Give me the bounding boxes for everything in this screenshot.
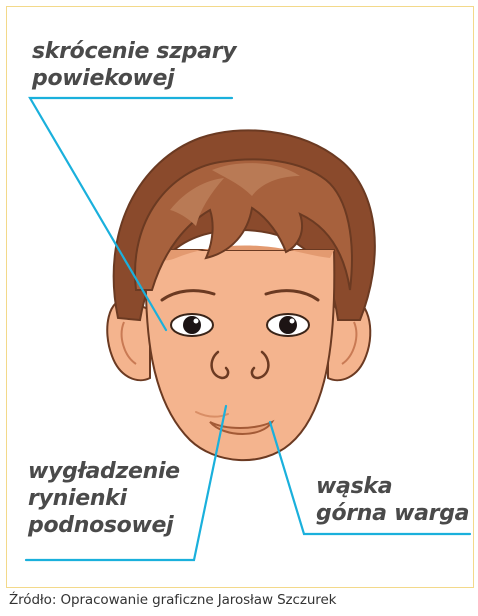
annotation-eyelid-line2: powiekowej [32, 65, 236, 92]
left-eye [171, 314, 213, 336]
annotation-philtrum-line2: rynienki [28, 485, 180, 512]
source-credit: Źródło: Opracowanie graficzne Jarosław S… [9, 592, 336, 608]
annotation-eyelid: skrócenie szpary powiekowej [32, 38, 236, 92]
right-eye [267, 314, 309, 336]
annotation-lip-line1: wąska [316, 473, 469, 500]
annotation-lip: wąska górna warga [316, 473, 469, 527]
annotation-philtrum-line1: wygładzenie [28, 458, 180, 485]
annotation-lip-line2: górna warga [316, 500, 469, 527]
annotation-philtrum-line3: podnosowej [28, 512, 180, 539]
annotation-philtrum: wygładzenie rynienki podnosowej [28, 458, 180, 539]
annotation-eyelid-line1: skrócenie szpary [32, 38, 236, 65]
